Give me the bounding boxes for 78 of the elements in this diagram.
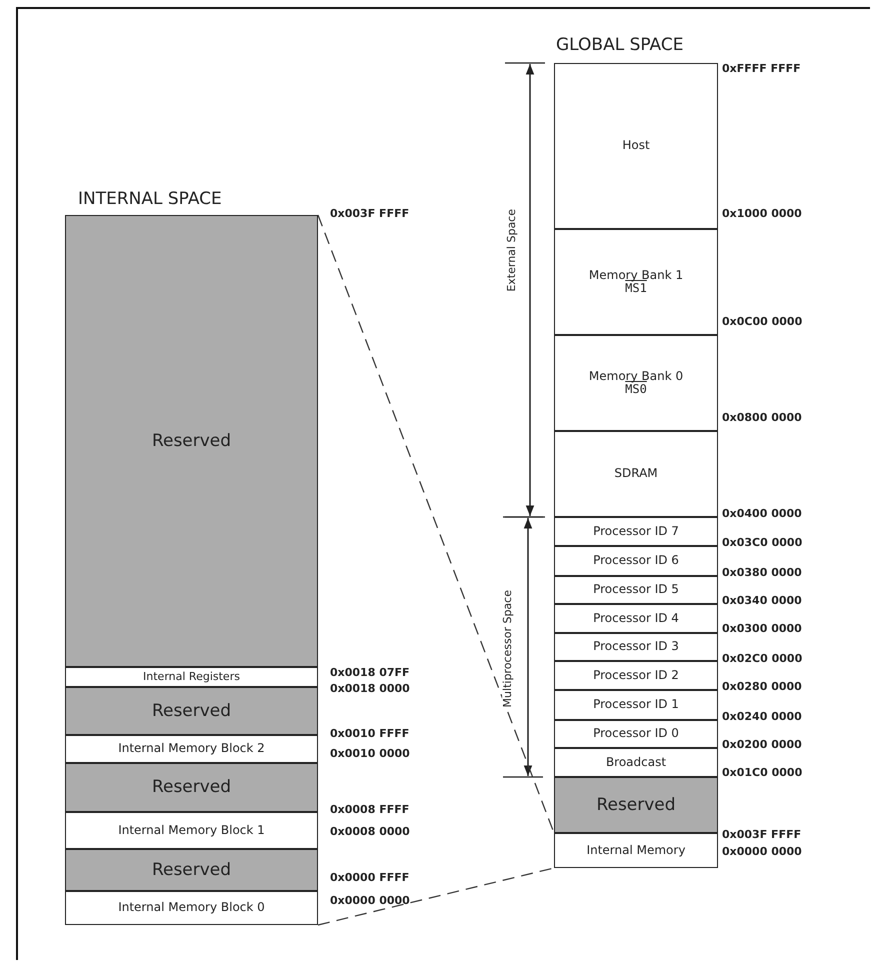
dimension-label: External Space xyxy=(506,208,518,292)
memory-region xyxy=(65,667,318,687)
address-label: 0x0008 0000 xyxy=(330,826,410,838)
address-label: 0x0200 0000 xyxy=(722,739,802,752)
address-label: 0x0280 0000 xyxy=(722,681,802,694)
dashed-connector xyxy=(318,867,554,926)
address-label: 0x0C00 0000 xyxy=(722,316,802,328)
memory-region xyxy=(554,335,718,431)
address-label: 0x003F FFFF xyxy=(722,829,802,842)
memory-region xyxy=(554,748,718,777)
address-label: 0x0018 07FF xyxy=(330,667,410,680)
region-label: Processor ID 2 xyxy=(593,668,679,682)
reserved-region xyxy=(65,849,318,891)
memory-region xyxy=(554,576,718,604)
address-label: 0xFFFF FFFF xyxy=(722,63,801,76)
region-label: Broadcast xyxy=(606,756,666,770)
address-label: 0x0380 0000 xyxy=(722,567,802,580)
memory-region xyxy=(554,633,718,661)
region-label: Reserved xyxy=(152,432,232,450)
address-label: 0x0000 0000 xyxy=(722,846,802,858)
region-label: Memory Bank 0 xyxy=(588,370,684,383)
memory-region xyxy=(65,735,318,763)
memory-region xyxy=(65,891,318,925)
address-label: 0x0300 0000 xyxy=(722,623,802,636)
address-label: 0x0340 0000 xyxy=(722,595,802,608)
memory-region xyxy=(554,517,718,546)
memory-region xyxy=(554,431,718,517)
region-label: Reserved xyxy=(596,796,676,814)
address-label: 0x0400 0000 xyxy=(722,508,802,520)
address-label: 0x0008 FFFF xyxy=(330,804,410,816)
memory-region xyxy=(65,812,318,849)
region-label: Processor ID 3 xyxy=(593,640,679,654)
region-label: Processor ID 5 xyxy=(593,583,679,597)
address-label: 0x03C0 0000 xyxy=(722,537,802,550)
region-label: Reserved xyxy=(152,860,232,880)
memory-region xyxy=(554,833,718,868)
address-label: 0x01C0 0000 xyxy=(722,767,802,780)
region-label: Processor ID 0 xyxy=(593,727,679,741)
region-label: Memory Bank 1 xyxy=(588,268,684,282)
address-label: 0x0000 0000 xyxy=(330,895,410,908)
signal-name: MS1 xyxy=(625,282,647,296)
memory-region xyxy=(554,690,718,720)
region-label: Processor ID 1 xyxy=(593,698,679,712)
memory-region xyxy=(554,63,718,229)
region-label: Reserved xyxy=(152,778,232,797)
address-label: 0x0010 FFFF xyxy=(330,728,410,740)
region-label: Host xyxy=(622,139,650,153)
memory-region xyxy=(554,661,718,690)
region-label: Processor ID 7 xyxy=(593,524,679,538)
address-label: 0x02C0 0000 xyxy=(722,653,802,666)
dimension-label: Multiprocessor Space xyxy=(502,590,514,707)
memory-region xyxy=(554,720,718,748)
memory-region xyxy=(554,546,718,576)
address-label: 0x0010 0000 xyxy=(330,748,410,760)
region-label: Internal Memory Block 0 xyxy=(118,901,265,915)
reserved-region xyxy=(65,687,318,735)
reserved-region xyxy=(65,763,318,812)
region-label: Internal Memory Block 1 xyxy=(118,824,265,838)
reserved-region xyxy=(554,777,718,833)
section-heading: GLOBAL SPACE xyxy=(556,36,684,55)
region-label: SDRAM xyxy=(614,467,658,481)
region-label: Internal Memory Block 2 xyxy=(118,742,265,756)
address-label: 0x1000 0000 xyxy=(722,208,802,220)
address-label: 0x0018 0000 xyxy=(330,683,410,696)
memory-region xyxy=(554,604,718,633)
region-label: Internal Registers xyxy=(143,670,240,684)
address-label: 0x0800 0000 xyxy=(722,412,802,424)
region-label: Processor ID 4 xyxy=(593,612,679,626)
reserved-region xyxy=(65,215,318,667)
address-label: 0x003F FFFF xyxy=(330,208,410,220)
memory-region xyxy=(554,229,718,335)
signal-name: MS0 xyxy=(625,383,647,396)
section-heading: INTERNAL SPACE xyxy=(78,190,222,209)
address-label: 0x0240 0000 xyxy=(722,711,802,724)
address-label: 0x0000 FFFF xyxy=(330,872,410,884)
region-label: Internal Memory xyxy=(586,844,686,858)
region-label: Processor ID 6 xyxy=(593,554,679,568)
region-label: Reserved xyxy=(152,702,232,720)
